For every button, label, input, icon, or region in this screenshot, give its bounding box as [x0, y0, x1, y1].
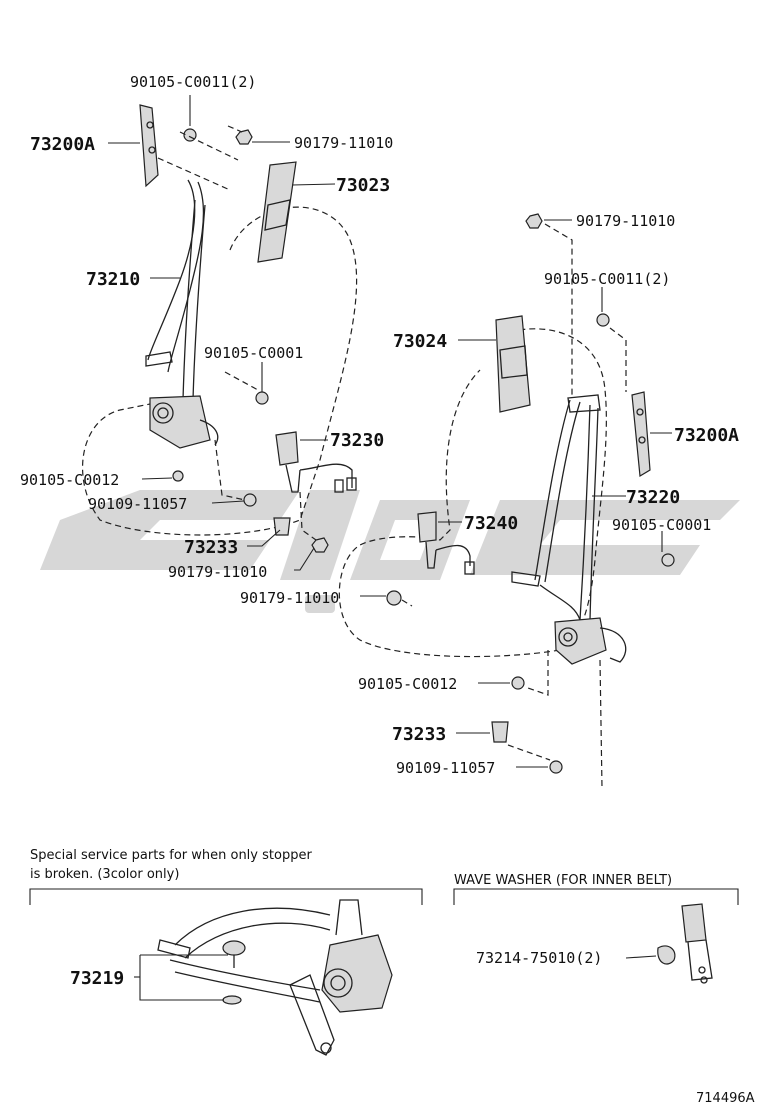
right-fasteners: [386, 213, 675, 774]
left-seat-outline: [81, 206, 358, 536]
label-73214-75010: 73214-75010(2): [476, 949, 602, 967]
stopper-assembly: [157, 899, 393, 1056]
label-73230: 73230: [330, 430, 384, 451]
label-90179-11010-right: 90179-11010: [240, 589, 339, 607]
right-belt-assembly: [511, 394, 627, 665]
wave-washer-bracket: [453, 888, 739, 905]
left-pillar-cover: [257, 161, 297, 263]
special-note-line2: is broken. (3color only): [30, 867, 179, 882]
leader-73214: [625, 955, 657, 959]
label-73219-bracket: [134, 954, 228, 1001]
label-90105-c0001-right: 90105-C0001: [612, 516, 711, 534]
special-parts-bracket: [29, 888, 423, 905]
watermark-logo: [40, 490, 740, 613]
wave-washer-title: WAVE WASHER (FOR INNER BELT): [454, 873, 672, 888]
label-90179-11010-right-top: 90179-11010: [576, 212, 675, 230]
right-dash-connectors: [401, 223, 627, 789]
label-90105-c0011-left: 90105-C0011(2): [130, 73, 256, 91]
label-73200a-left: 73200A: [30, 134, 95, 155]
label-90105-c0011-right: 90105-C0011(2): [544, 270, 670, 288]
left-belt-assembly: [145, 179, 219, 449]
label-73240: 73240: [464, 513, 518, 534]
left-height-adjuster: [139, 104, 159, 188]
label-90179-11010-left-low: 90179-11010: [168, 563, 267, 581]
label-73233-right: 73233: [392, 724, 446, 745]
special-note-line1: Special service parts for when only stop…: [30, 848, 312, 863]
left-buckle: [275, 431, 357, 493]
right-buckle: [417, 511, 475, 575]
left-dash-connectors: [157, 125, 317, 541]
label-90105-c0012-left: 90105-C0012: [20, 471, 119, 489]
label-73200a-right: 73200A: [674, 425, 739, 446]
label-90109-11057-right: 90109-11057: [396, 759, 495, 777]
label-73219: 73219: [70, 968, 124, 989]
right-leaders: [360, 219, 672, 768]
left-leaders: [108, 95, 336, 571]
right-pillar-cover: [495, 315, 531, 413]
label-90105-c0001-left: 90105-C0001: [204, 344, 303, 362]
wave-washer-buckle: [657, 903, 713, 984]
label-90179-11010-left-top: 90179-11010: [294, 134, 393, 152]
label-73023: 73023: [336, 175, 390, 196]
right-height-adjuster: [631, 391, 651, 478]
label-73024: 73024: [393, 331, 447, 352]
label-73210: 73210: [86, 269, 140, 290]
label-73220: 73220: [626, 487, 680, 508]
label-90109-11057-left: 90109-11057: [88, 495, 187, 513]
left-fasteners: [172, 128, 329, 553]
right-seat-outline: [338, 328, 607, 658]
diagram-id: 714496A: [696, 1091, 755, 1106]
label-90105-c0012-right: 90105-C0012: [358, 675, 457, 693]
label-73233-left: 73233: [184, 537, 238, 558]
